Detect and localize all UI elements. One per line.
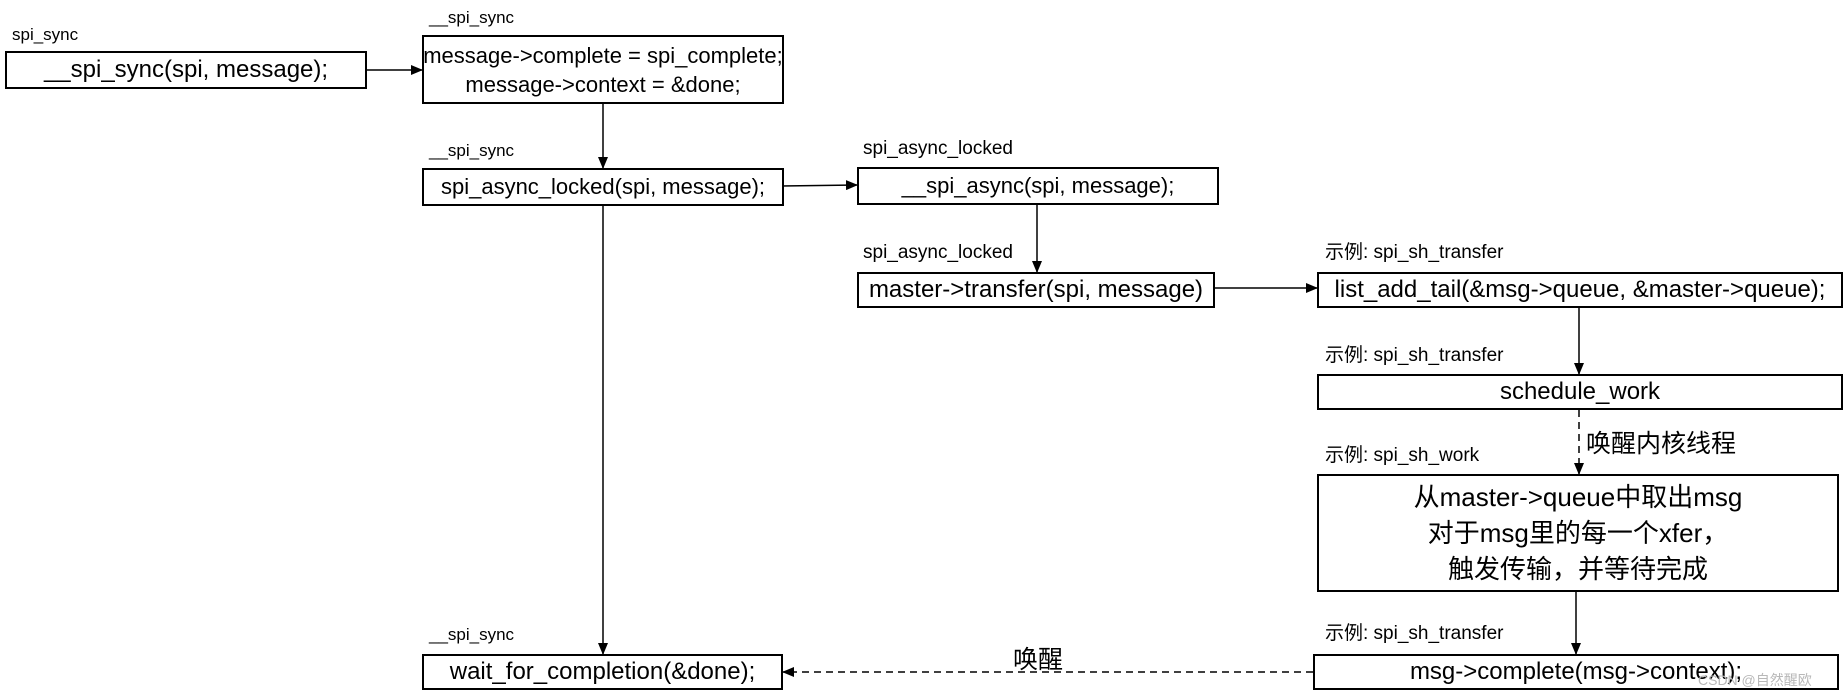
master-transfer-text: master->transfer(spi, message) [868,276,1204,303]
spi-sync-call-box: __spi_sync(spi, message); [5,51,367,89]
spi-async-text: __spi_async(spi, message); [901,173,1175,198]
async-locked-text: spi_async_locked(spi, message); [440,174,766,199]
arrow-async-locked-to-spi-async [780,180,858,191]
caller-label-list-add-tail: 示例: spi_sh_transfer [1325,242,1504,263]
watermark: CSDN @自然醒欧 [1698,672,1812,688]
wait-completion-text: wait_for_completion(&done); [449,658,756,685]
caller-label-work-body: 示例: spi_sh_work [1325,445,1480,466]
set-complete-box: message->complete = spi_complete; messag… [422,35,784,104]
work-body-line-2: 对于msg里的每一个xfer， [1427,518,1729,548]
list-add-tail-text: list_add_tail(&msg->queue, &master->queu… [1334,276,1826,303]
caller-label-set-complete: __spi_sync [429,8,515,27]
spi-sync-call-text: __spi_sync(spi, message); [43,56,329,83]
wait-completion-box: wait_for_completion(&done); [422,654,783,690]
caller-label-msg-complete: 示例: spi_sh_transfer [1325,623,1504,644]
caller-label-wait-completion: __spi_sync [429,625,515,644]
set-complete-line-1: message->complete = spi_complete; [423,42,783,68]
caller-label-spi-async: spi_async_locked [863,138,1013,159]
master-transfer-box: master->transfer(spi, message) [857,272,1215,308]
edge-label-wake-kernel-thread: 唤醒内核线程 [1586,430,1737,458]
caller-label-spi-sync: spi_sync [12,25,79,44]
spi-async-box: __spi_async(spi, message); [857,167,1219,205]
work-body-line-1: 从master->queue中取出msg [1413,482,1743,512]
async-locked-box: spi_async_locked(spi, message); [422,168,784,206]
caller-label-master-transfer: spi_async_locked [863,242,1013,263]
edge-label-wake: 唤醒 [1013,646,1064,674]
list-add-tail-box: list_add_tail(&msg->queue, &master->queu… [1317,272,1843,308]
msg-complete-box: msg->complete(msg->context); [1313,654,1839,690]
set-complete-line-2: message->context = &done; [465,71,741,97]
work-body-box: 从master->queue中取出msg 对于msg里的每一个xfer， 触发传… [1317,474,1839,592]
caller-label-schedule-work: 示例: spi_sh_transfer [1325,345,1504,366]
caller-label-async-locked: __spi_sync [429,141,515,160]
work-body-line-3: 触发传输，并等待完成 [1447,554,1708,584]
schedule-work-text: schedule_work [1499,378,1661,405]
msg-complete-text: msg->complete(msg->context); [1409,658,1743,685]
schedule-work-box: schedule_work [1317,374,1843,410]
